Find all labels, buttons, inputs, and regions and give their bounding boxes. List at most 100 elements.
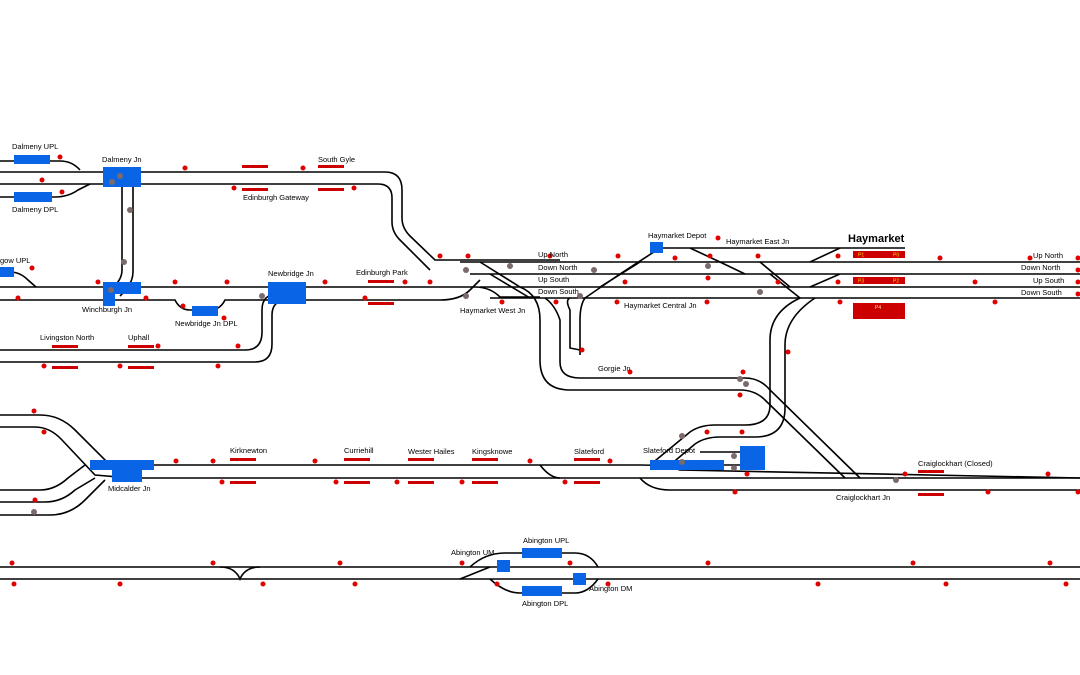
block-gow-upl xyxy=(0,267,14,277)
track-gorgie-2 xyxy=(544,297,861,479)
label-edinburgh-gateway: Edinburgh Gateway xyxy=(243,193,309,202)
label-up-north-west: Up North xyxy=(538,250,568,259)
platform-p1-label: P1 xyxy=(858,253,864,259)
track-carstairs xyxy=(0,479,106,516)
label-up-north-east: Up North xyxy=(1033,251,1063,260)
label-craiglockhart-closed: Craiglockhart (Closed) xyxy=(918,459,993,468)
label-down-south-west: Down South xyxy=(538,287,579,296)
track-winchburgh-link-1 xyxy=(111,180,123,289)
label-midcalder-jn: Midcalder Jn xyxy=(108,484,151,493)
label-kingsknowe: Kingsknowe xyxy=(472,447,512,456)
block-dalmeny-upl xyxy=(14,155,50,164)
track-abington-xover-2 xyxy=(459,566,491,580)
label-winchburgh-jn: Winchburgh Jn xyxy=(82,305,132,314)
signals xyxy=(9,154,1080,587)
label-up-south-west: Up South xyxy=(538,275,569,284)
track-xover-9 xyxy=(809,273,841,288)
block-abington-upl xyxy=(522,548,562,558)
tracks xyxy=(0,160,1080,594)
block-newbridge-jn xyxy=(268,282,306,304)
platform-p4-label: P4 xyxy=(875,305,881,311)
track-xover-1 xyxy=(479,261,521,288)
block-slateford-depot-2 xyxy=(740,446,765,470)
track-dalmeny-down xyxy=(0,183,431,271)
label-wester-hailes: Wester Hailes xyxy=(408,447,455,456)
platform-p0-label: P0 xyxy=(893,253,899,259)
label-haymarket-west-jn: Haymarket West Jn xyxy=(460,306,525,315)
labels: Haymarket Dalmeny UPL Dalmeny DPL Dalmen… xyxy=(0,142,1064,608)
track-xover-2 xyxy=(489,273,531,299)
label-newbridge-jn: Newbridge Jn xyxy=(268,269,314,278)
label-haymarket-central-jn: Haymarket Central Jn xyxy=(624,301,697,310)
track-xover-5 xyxy=(689,247,746,275)
track-xover-7 xyxy=(769,273,801,299)
label-dalmeny-dpl: Dalmeny DPL xyxy=(12,205,58,214)
block-dalmeny-dpl xyxy=(14,192,52,202)
label-haymarket-depot: Haymarket Depot xyxy=(648,231,707,240)
label-newbridge-jn-dpl: Newbridge Jn DPL xyxy=(175,319,238,328)
block-winchburgh-jn-2 xyxy=(103,294,115,306)
track-eg-down xyxy=(0,279,481,311)
platform-p1-p0 xyxy=(853,251,905,258)
track-dalmeny-up xyxy=(0,171,560,261)
label-uphall: Uphall xyxy=(128,333,150,342)
track-xover-4 xyxy=(599,261,641,288)
block-newbridge-dpl xyxy=(192,306,218,316)
label-abington-dm: Abington DM xyxy=(589,584,632,593)
track-gorgie-3 xyxy=(566,297,581,351)
track-sub-east xyxy=(539,464,561,479)
track-south-link-1 xyxy=(649,297,801,466)
track-shotts-down xyxy=(0,426,1080,479)
block-slateford-depot-1 xyxy=(650,460,724,470)
train-berths xyxy=(52,165,944,496)
label-gorgie-jn: Gorgie Jn xyxy=(598,364,631,373)
label-haymarket-east-jn: Haymarket East Jn xyxy=(726,237,789,246)
block-midcalder-jn-2 xyxy=(112,468,142,482)
label-abington-dpl: Abington DPL xyxy=(522,599,568,608)
label-slateford: Slateford xyxy=(574,447,604,456)
track-bathgate-down xyxy=(0,299,300,363)
label-livingston-north: Livingston North xyxy=(40,333,94,342)
track-dalmeny-dpl xyxy=(0,183,91,198)
label-down-north-east: Down North xyxy=(1021,263,1061,272)
platform-p3-p2 xyxy=(853,277,905,284)
platform-p3-label: P3 xyxy=(858,279,864,285)
label-dalmeny-jn: Dalmeny Jn xyxy=(102,155,142,164)
track-gorgie-1 xyxy=(519,286,846,479)
station-title: Haymarket xyxy=(848,233,905,245)
track-craig xyxy=(639,477,1080,491)
label-down-north-west: Down North xyxy=(538,263,578,272)
track-mid-1 xyxy=(0,464,86,491)
block-midcalder-jn xyxy=(90,460,154,470)
label-down-south-east: Down South xyxy=(1021,288,1062,297)
block-abington-dpl xyxy=(522,586,562,596)
platforms: P1 P0 P3 P2 P4 xyxy=(853,251,905,319)
track-xover-6 xyxy=(759,261,791,288)
label-up-south-east: Up South xyxy=(1033,276,1064,285)
block-haymarket-depot xyxy=(650,242,663,253)
label-curriehill: Curriehill xyxy=(344,446,374,455)
track-south-link-2 xyxy=(669,297,816,466)
label-craiglockhart-jn: Craiglockhart Jn xyxy=(836,493,890,502)
block-winchburgh-jn xyxy=(103,282,141,294)
label-gow-upl: gow UPL xyxy=(0,256,30,265)
points xyxy=(31,173,899,515)
platform-p4 xyxy=(853,303,905,319)
label-south-gyle: South Gyle xyxy=(318,155,355,164)
track-shotts-up xyxy=(0,414,1080,479)
track-gorgie-4 xyxy=(579,297,586,355)
platform-p2-label: P2 xyxy=(893,279,899,285)
label-abington-upl: Abington UPL xyxy=(523,536,569,545)
track-abington-xover xyxy=(219,566,261,582)
block-abington-dm xyxy=(573,573,586,585)
label-kirknewton: Kirknewton xyxy=(230,446,267,455)
track-dalmeny-upl xyxy=(0,160,81,171)
label-slateford-depot: Slateford Depot xyxy=(643,446,696,455)
label-dalmeny-upl: Dalmeny UPL xyxy=(12,142,58,151)
label-abington-um: Abington UM xyxy=(451,548,494,557)
track-xover-8 xyxy=(809,247,841,263)
label-edinburgh-park: Edinburgh Park xyxy=(356,268,408,277)
track-eg-up xyxy=(0,286,540,298)
block-sections xyxy=(0,155,765,596)
